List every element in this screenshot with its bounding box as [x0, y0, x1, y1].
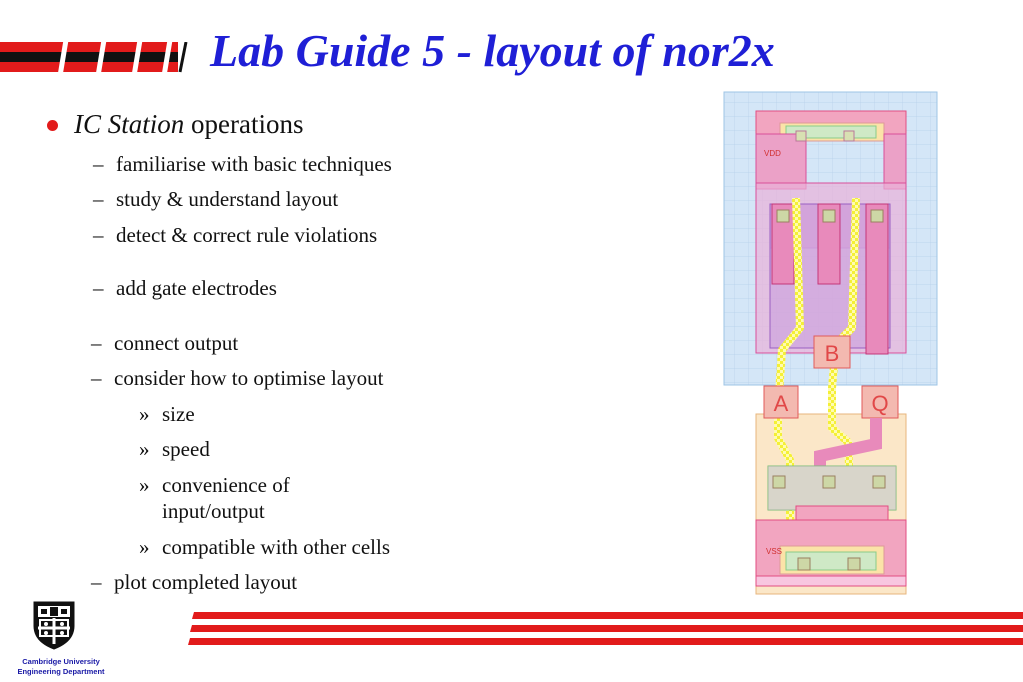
university-name: Cambridge University Engineering Departm…: [0, 657, 122, 677]
dash-marker: –: [93, 152, 104, 176]
footer-stripes: [188, 612, 1023, 645]
header-stripes: [0, 42, 188, 77]
bullet-dot: [47, 120, 58, 131]
subitem-detect: detect & correct rule violations: [116, 223, 378, 247]
nor2x-layout-diagram: VDD B A Q VSS: [723, 91, 938, 595]
input-a-pin: [763, 385, 799, 419]
guillemet-marker: »: [139, 473, 150, 497]
cambridge-crest-logo: [33, 601, 75, 650]
subitem-connect-output: connect output: [114, 331, 239, 355]
main-bullet-text: operations: [184, 109, 304, 139]
dash-marker: –: [93, 223, 104, 247]
input-a-label: A: [774, 391, 789, 416]
optimise-speed: speed: [162, 437, 210, 461]
guillemet-marker: »: [139, 437, 150, 461]
output-q-pin: [861, 385, 899, 419]
university-line: Cambridge University: [22, 657, 100, 666]
dash-marker: –: [91, 366, 102, 390]
optimise-compatible: compatible with other cells: [162, 535, 391, 559]
bullet-list: IC Station operations – familiarise with…: [47, 111, 392, 594]
dash-marker: –: [93, 276, 104, 300]
main-bullet-italic: IC Station: [74, 109, 185, 139]
dash-marker: –: [91, 570, 102, 594]
dash-marker: –: [93, 187, 104, 211]
vdd-label: VDD: [764, 149, 781, 158]
slide-title: Lab Guide 5 - layout of nor2x: [210, 25, 775, 76]
output-q-label: Q: [871, 391, 888, 416]
guillemet-marker: »: [139, 535, 150, 559]
main-bullet: IC Station operations: [74, 111, 304, 138]
dash-marker: –: [91, 331, 102, 355]
subitem-plot: plot completed layout: [114, 570, 298, 594]
subitem-familiarise: familiarise with basic techniques: [116, 152, 392, 176]
optimise-convenience: convenience of: [162, 473, 290, 497]
subitem-study: study & understand layout: [116, 187, 339, 211]
subitem-add-gates: add gate electrodes: [116, 276, 277, 300]
guillemet-marker: »: [139, 402, 150, 426]
vss-label: VSS: [766, 547, 782, 556]
optimise-convenience-cont: input/output: [162, 499, 265, 523]
input-b-label: B: [825, 341, 840, 366]
department-line: Engineering Department: [17, 667, 105, 676]
subitem-optimise: consider how to optimise layout: [114, 366, 384, 390]
input-b-pin: [813, 335, 851, 369]
optimise-size: size: [162, 402, 195, 426]
